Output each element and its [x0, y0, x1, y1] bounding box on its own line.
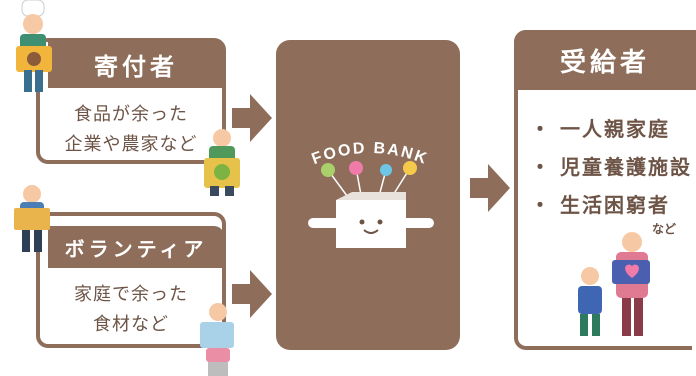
recipients-item-label: 児童養護施設 [560, 155, 692, 179]
arrow-donor-to-foodbank [232, 94, 272, 142]
recipients-etc: など [652, 222, 677, 236]
volunteer-desc-line2: 食材など [93, 314, 169, 335]
recipients-header: 受給者 [514, 30, 696, 90]
recipients-item-label: 一人親家庭 [560, 117, 670, 141]
smiling-box-illustration [308, 192, 434, 248]
donor-bottom-illustration [200, 303, 234, 376]
family-illustration [578, 232, 650, 336]
bullet: ・ [530, 117, 552, 141]
bullet: ・ [530, 155, 552, 179]
donor-desc-line1: 食品が余った [74, 104, 188, 125]
volunteer-illustration [14, 185, 50, 252]
volunteer-description: 家庭で余った 食材など [40, 280, 222, 340]
donor-title: 寄付者 [94, 52, 178, 81]
volunteer-title: ボランティア [64, 236, 208, 261]
arrow-foodbank-to-recipients [470, 164, 510, 212]
bullet: ・ [530, 193, 552, 217]
recipients-list: ・一人親家庭 ・児童養護施設 ・生活困窮者 [530, 110, 692, 224]
recipients-item: ・児童養護施設 [530, 148, 692, 186]
farmer-illustration [204, 129, 240, 196]
recipients-item-label: 生活困窮者 [560, 193, 670, 217]
chef-illustration [16, 0, 52, 92]
arrow-volunteer-to-foodbank [232, 270, 272, 318]
donor-header: 寄付者 [48, 40, 224, 88]
volunteer-header: ボランティア [48, 226, 224, 268]
recipients-item: ・生活困窮者 [530, 186, 692, 224]
donor-desc-line2: 企業や農家など [64, 134, 198, 155]
donor-description: 食品が余った 企業や農家など [40, 100, 222, 160]
volunteer-desc-line1: 家庭で余った [74, 284, 188, 305]
recipients-item: ・一人親家庭 [530, 110, 692, 148]
recipients-title: 受給者 [559, 47, 650, 78]
